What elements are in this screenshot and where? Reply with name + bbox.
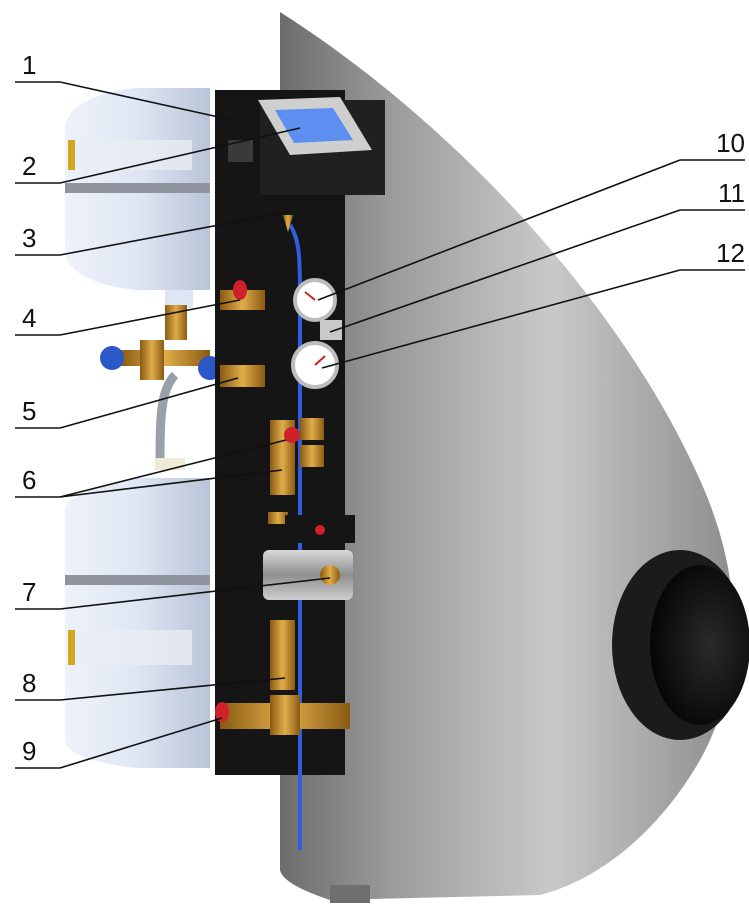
lower-fittings [215, 620, 350, 735]
lower-expansion-vessel [65, 478, 210, 768]
leader-lines [15, 81, 745, 769]
flow-meter-assembly [268, 418, 324, 524]
callout-7: 7 [22, 577, 37, 607]
callout-4: 4 [22, 303, 37, 333]
circulation-pump [263, 515, 355, 600]
callout-2: 2 [22, 151, 37, 181]
callout-8: 8 [22, 668, 37, 698]
ball-valves-left [220, 280, 265, 387]
upper-expansion-vessel [65, 88, 210, 308]
callout-9: 9 [22, 736, 37, 766]
tank-port-flange [612, 550, 749, 740]
callout-11: 11 [718, 178, 745, 208]
callout-10: 10 [716, 128, 745, 158]
callout-6: 6 [22, 465, 37, 495]
callout-5: 5 [22, 396, 37, 426]
solar-controller [228, 97, 372, 162]
callout-12: 12 [716, 238, 745, 268]
callout-1: 1 [22, 50, 37, 80]
thermometers [291, 278, 342, 389]
callout-3: 3 [22, 223, 37, 253]
